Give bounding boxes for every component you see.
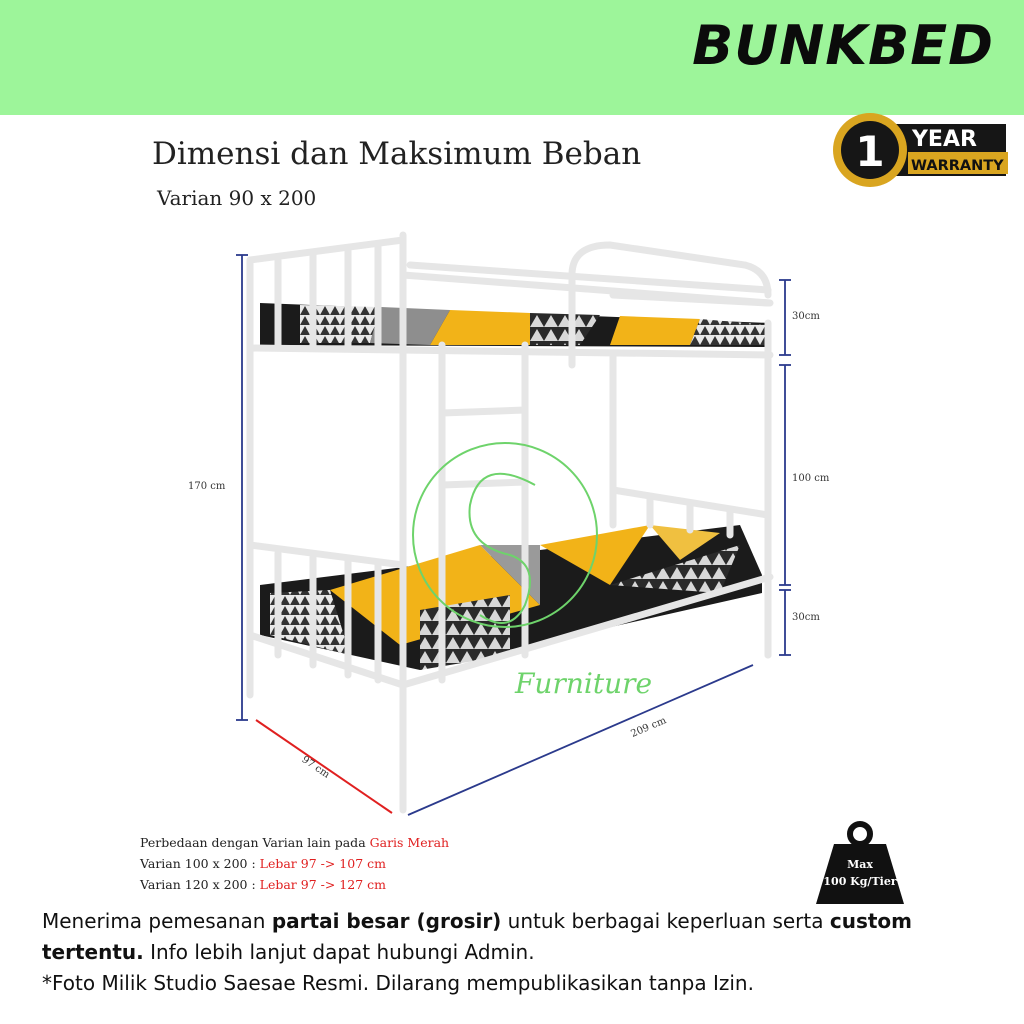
dim-total-height: 170 cm [188,481,226,492]
footer-text-a: Menerima pemesanan [42,909,272,933]
watermark-logo [412,442,598,628]
note-1-text: Perbedaan dengan Varian lain pada [140,835,370,850]
note-3-text: Varian 120 x 200 : [140,877,260,892]
note-2-text: Varian 100 x 200 : [140,856,260,871]
footer-bold-custom: custom tertentu. [42,909,912,964]
footer-text-c: untuk berbagai keperluan serta [501,909,830,933]
header-banner: BUNKBED [0,0,1024,115]
note-2-highlight: Lebar 97 -> 107 cm [259,856,386,871]
warranty-number: 1 [855,127,884,176]
warranty-badge: 1 YEAR WARRANTY [833,113,1008,187]
footer-paragraph-2: *Foto Milik Studio Saesae Resmi. Dilaran… [42,971,754,995]
footer-text-e: Info lebih lanjut dapat hubungi Admin. [143,940,535,964]
note-1-highlight: Garis Merah [369,835,450,850]
dim-top-tier: 30cm [792,311,820,322]
top-mattress [260,303,770,347]
variant-notes: Perbedaan dengan Varian lain pada Garis … [140,832,449,895]
bottom-mattress [260,525,762,670]
page-title: Dimensi dan Maksimum Beban [152,136,642,172]
warranty-line2-bg [908,152,1008,174]
watermark-text: Furniture [514,667,652,700]
footer-bold-wholesale: partai besar (grosir) [271,909,502,933]
note-line-2: Varian 100 x 200 : Lebar 97 -> 107 cm [140,853,449,874]
note-line-3: Varian 120 x 200 : Lebar 97 -> 127 cm [140,874,449,895]
warranty-seal-inner [841,121,899,179]
weight-max-label: Max [847,858,873,871]
footer-paragraph-1: Menerima pemesanan partai besar (grosir)… [42,906,1002,968]
brand-title: BUNKBED [692,14,994,77]
dim-middle-gap: 100 cm [792,473,830,484]
weight-value-label: 100 Kg/Tier [823,875,896,888]
weight-icon: Max 100 Kg/Tier [816,821,904,904]
note-3-highlight: Lebar 97 -> 127 cm [259,877,386,892]
dim-bottom-tier: 30cm [792,612,820,623]
bunkbed-illustration: Furniture [236,231,791,816]
warranty-line1-bg [908,124,968,150]
warranty-label-text: WARRANTY [911,158,1004,174]
width-line-red [255,719,393,814]
footer-text: Menerima pemesanan partai besar (grosir)… [42,906,1002,999]
note-line-1: Perbedaan dengan Varian lain pada Garis … [140,832,449,853]
variant-subtitle: Varian 90 x 200 [157,186,317,210]
warranty-year-text: YEAR [911,127,977,152]
dimension-lines [236,254,791,816]
